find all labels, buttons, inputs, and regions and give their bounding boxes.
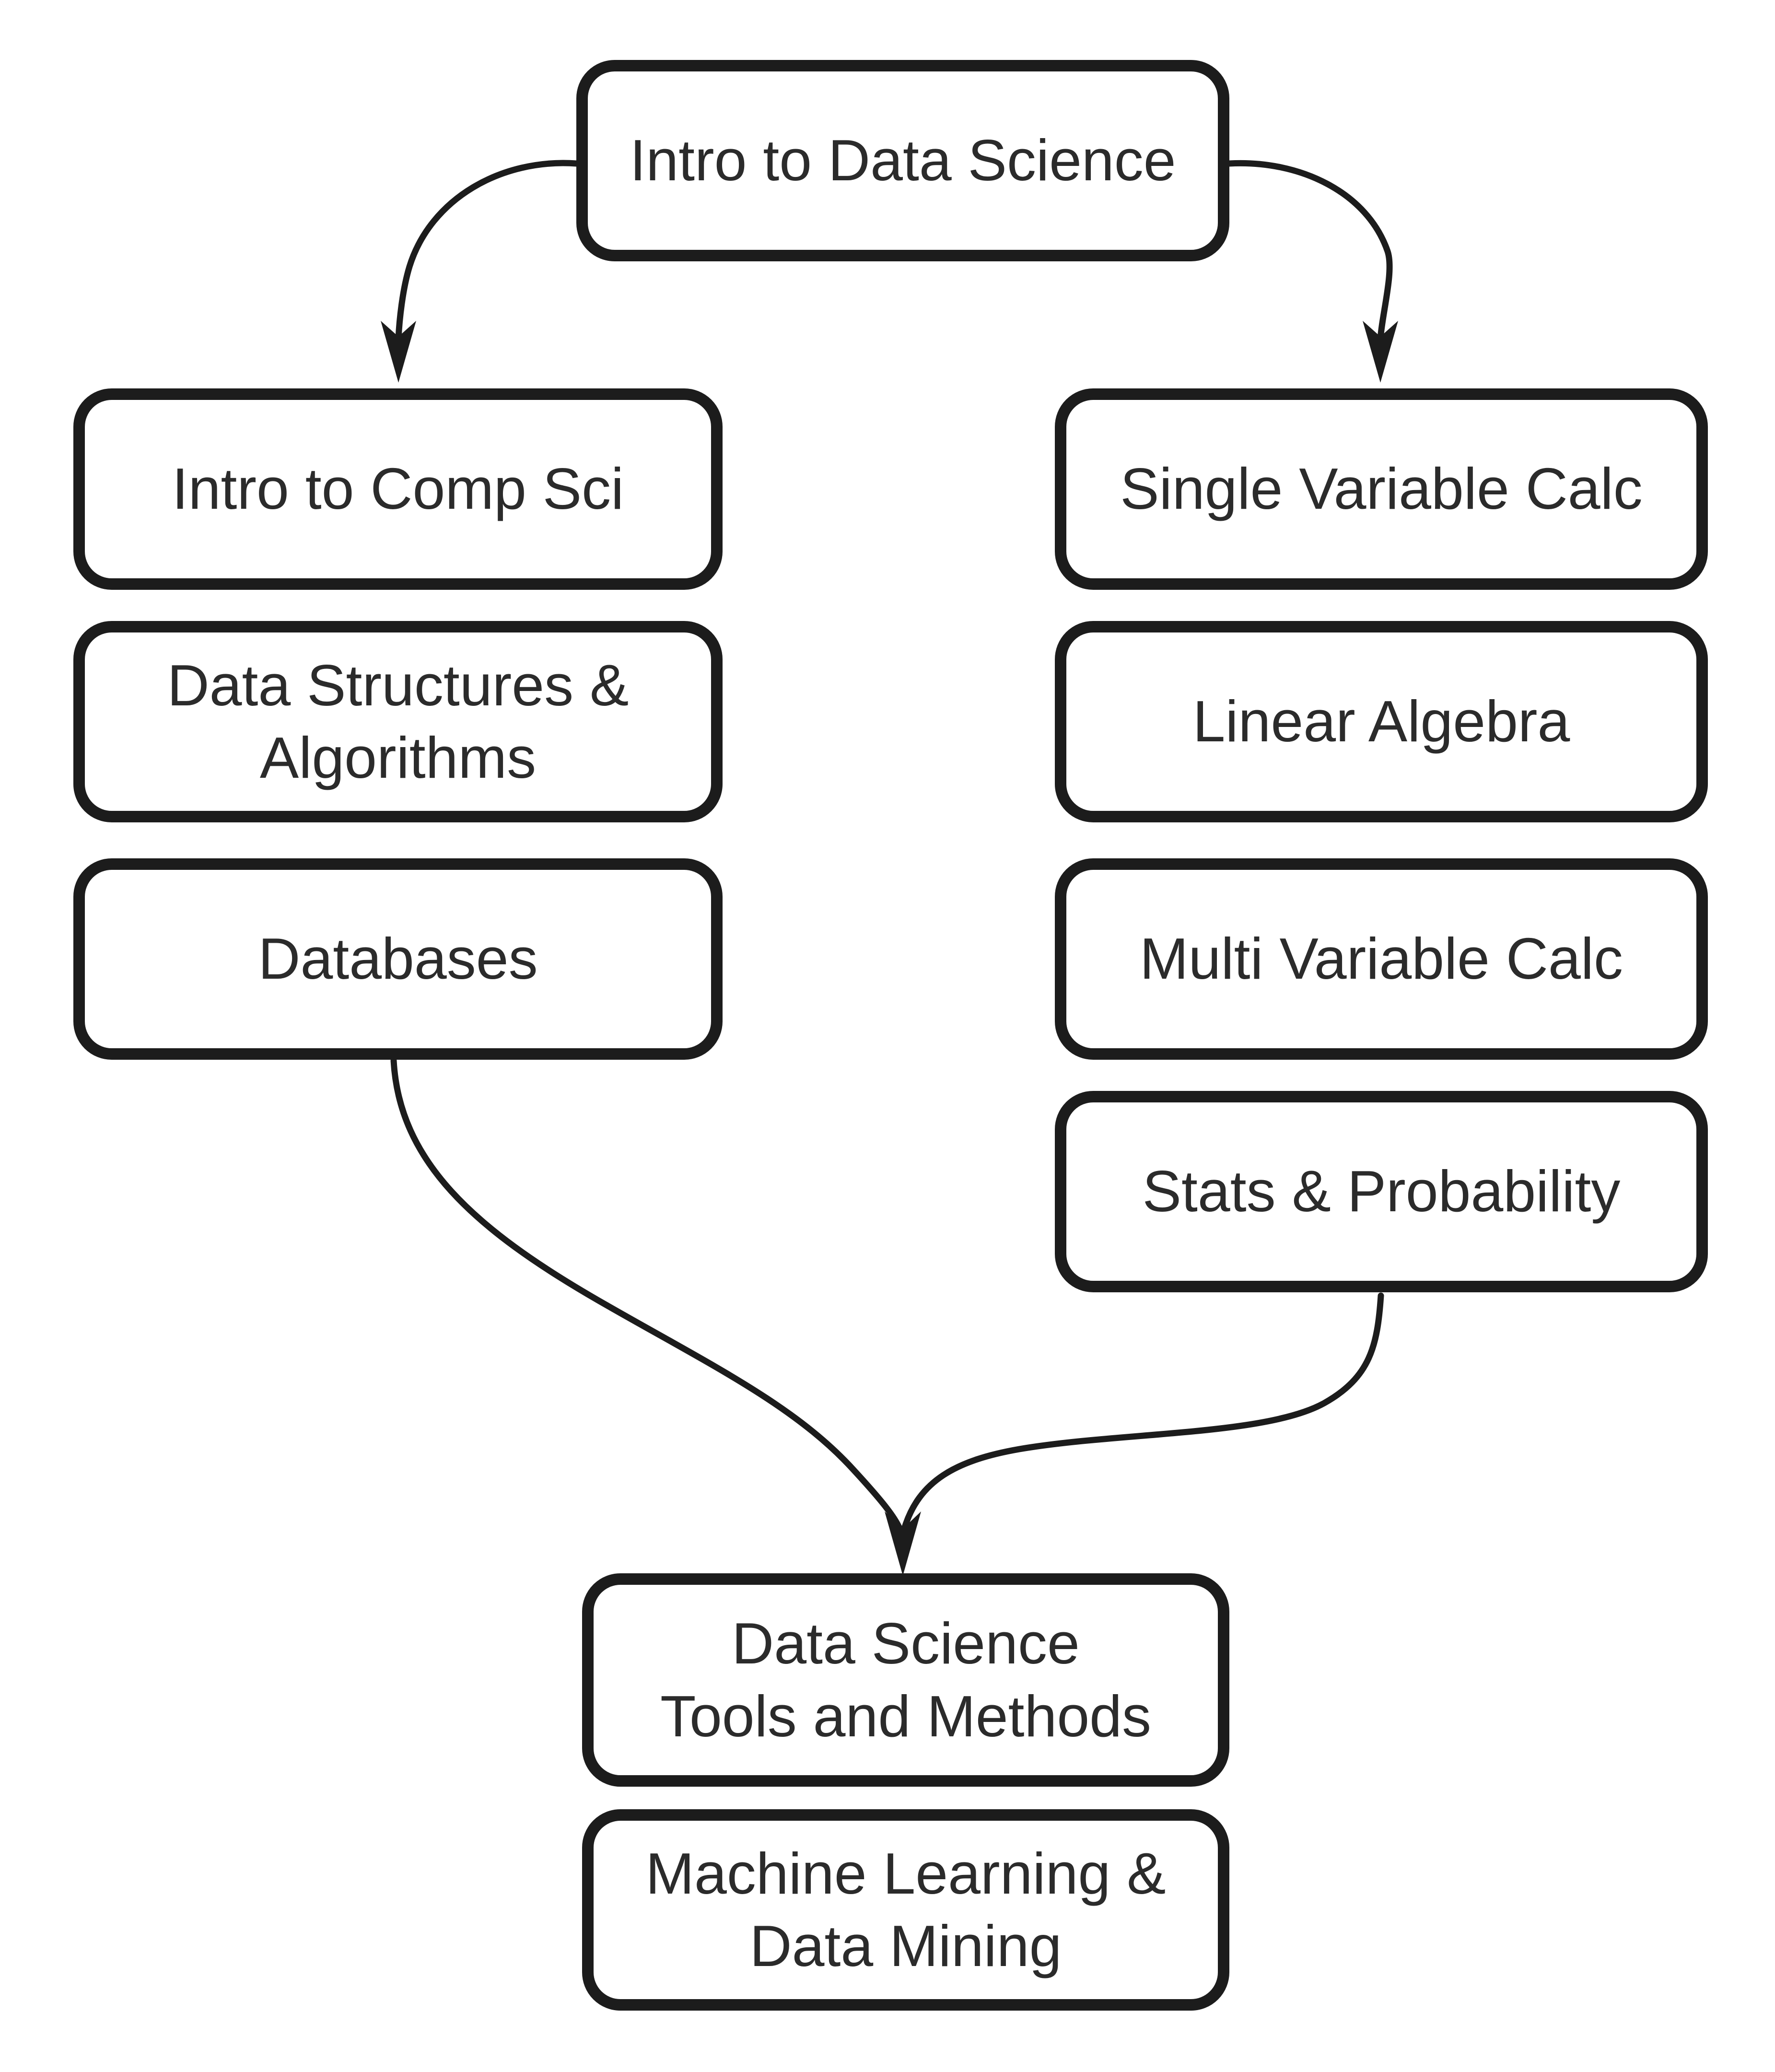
- arrowhead-icon-to-data-science-tools-methods: [885, 1511, 921, 1576]
- node-label: Intro to Comp Sci: [172, 456, 624, 522]
- node-data-science-tools-methods: Data Science Tools and Methods: [582, 1573, 1229, 1787]
- node-machine-learning-data-mining: Machine Learning & Data Mining: [582, 1809, 1229, 2011]
- node-label: Databases: [258, 926, 538, 992]
- node-intro-to-comp-sci: Intro to Comp Sci: [73, 388, 723, 590]
- node-label: Machine Learning & Data Mining: [645, 1840, 1166, 1978]
- node-label: Data Structures & Algorithms: [167, 652, 629, 790]
- node-label: Linear Algebra: [1192, 689, 1570, 754]
- edge-intro-to-data-science-to-intro-to-comp-sci: [395, 160, 580, 342]
- arrowhead-icon-to-intro-to-comp-sci: [381, 321, 416, 383]
- node-label: Intro to Data Science: [630, 128, 1176, 193]
- arrowhead-icon-to-single-variable-calc: [1363, 321, 1398, 383]
- edge-stats-probability-to-data-science-tools-methods: [901, 1292, 1384, 1532]
- node-multi-variable-calc: Multi Variable Calc: [1055, 858, 1708, 1060]
- node-stats-probability: Stats & Probability: [1055, 1091, 1708, 1292]
- node-intro-to-data-science: Intro to Data Science: [576, 60, 1229, 261]
- edge-intro-to-data-science-to-single-variable-calc: [1226, 160, 1393, 343]
- edge-databases-to-data-science-tools-methods: [390, 1057, 904, 1535]
- node-label: Single Variable Calc: [1120, 456, 1643, 522]
- node-label: Stats & Probability: [1142, 1159, 1621, 1224]
- node-label: Multi Variable Calc: [1140, 926, 1623, 992]
- node-label: Data Science Tools and Methods: [660, 1611, 1152, 1749]
- node-linear-algebra: Linear Algebra: [1055, 621, 1708, 822]
- node-single-variable-calc: Single Variable Calc: [1055, 388, 1708, 590]
- node-databases: Databases: [73, 858, 723, 1060]
- node-data-structures-algorithms: Data Structures & Algorithms: [73, 621, 723, 822]
